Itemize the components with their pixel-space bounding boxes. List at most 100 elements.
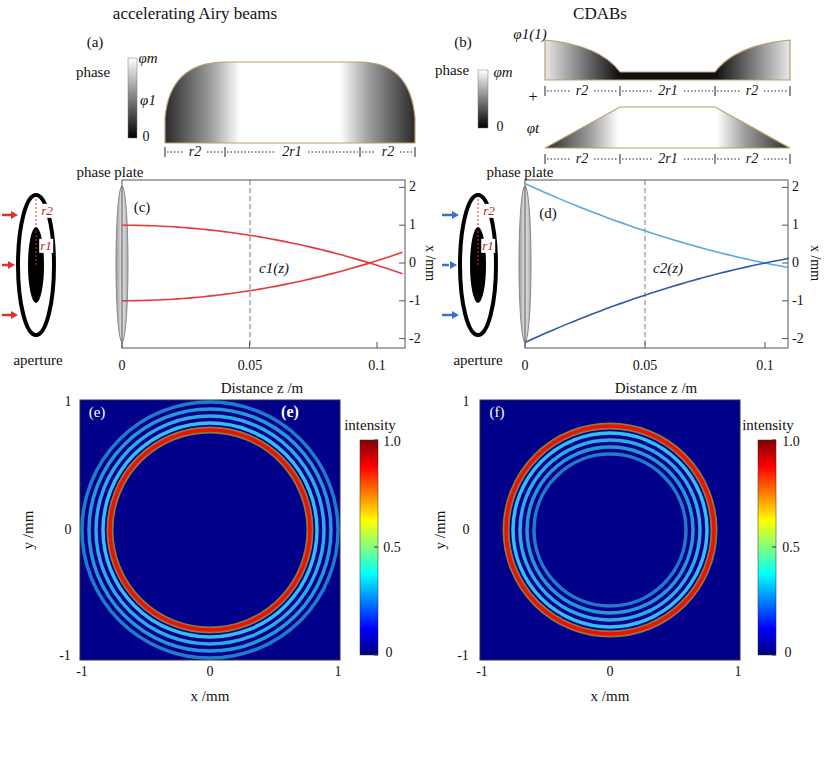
figure-label: 0 <box>522 358 529 373</box>
axis-ticks <box>122 187 405 348</box>
figure-label: 2r1 <box>658 151 677 166</box>
figure-label: 0 <box>785 645 792 660</box>
figure-label: phase <box>76 64 110 81</box>
figure-label: r2 <box>576 83 588 98</box>
figure-label: r1 <box>39 239 53 253</box>
figure-label: (e) <box>281 403 299 421</box>
figure-label: 1.0 <box>383 434 401 449</box>
figure-label: accelerating Airy beams <box>113 5 277 24</box>
figure-label: 1 <box>463 394 470 409</box>
figure-label: 0 <box>207 664 214 679</box>
phase-profile <box>545 107 790 148</box>
figure-label: (c) <box>134 199 151 216</box>
figure-label: φm <box>493 64 512 81</box>
figure-label: c1(z) <box>259 260 289 277</box>
figure-label: phase plate <box>76 164 143 181</box>
figure-label: 1 <box>335 664 342 679</box>
figure-label: (e) <box>89 404 106 421</box>
tick <box>772 655 776 656</box>
figure-label: 0.1 <box>368 358 386 373</box>
figure-label: 1 <box>735 664 742 679</box>
figure-label: 0 <box>497 119 504 134</box>
figure-label: Distance z /m <box>221 380 303 397</box>
figure-label: x /mm <box>191 688 230 705</box>
figure-label: 2r1 <box>658 83 677 98</box>
figure-label: r2 <box>746 83 758 98</box>
figure-label: Distance z /m <box>615 380 697 397</box>
figure-label: r1 <box>481 239 495 253</box>
figure-label: (b) <box>454 34 472 51</box>
figure-label: y /mm <box>20 511 37 550</box>
figure-label: 2 <box>409 179 416 194</box>
figure-label: φm <box>138 50 157 67</box>
figure-label: φ1(1) <box>513 26 546 43</box>
intensity-image <box>80 400 340 660</box>
figure-label: 1 <box>65 394 72 409</box>
figure-label: 0 <box>386 645 393 660</box>
figure-label: intensity <box>742 417 794 434</box>
tick <box>374 655 378 656</box>
dashed-line <box>645 180 646 348</box>
figure-label: + <box>528 88 537 106</box>
figure-label: r2 <box>189 144 201 159</box>
figure-label: r2 <box>40 204 54 218</box>
figure-label: r2 <box>482 204 496 218</box>
phase-colorbar <box>128 58 137 138</box>
figure-label: (d) <box>539 205 557 222</box>
figure-label: 1.0 <box>782 434 800 449</box>
figure-label: 0.5 <box>383 540 401 555</box>
figure-label: -1 <box>792 293 804 308</box>
figure-label: x /mm <box>807 245 822 281</box>
tick <box>772 440 776 441</box>
intensity-image <box>480 400 740 660</box>
figure-label: x /mm <box>591 688 630 705</box>
figure-label: -2 <box>409 331 421 346</box>
figure-label: 0 <box>119 358 126 373</box>
figure-label: r2 <box>746 151 758 166</box>
plot-frame <box>122 180 405 348</box>
dashed-line <box>250 180 251 348</box>
figure-label: φ1 <box>140 92 156 109</box>
figure-label: 2 <box>792 179 799 194</box>
figure-label: 0.05 <box>238 358 263 373</box>
figure-label: intensity <box>344 417 396 434</box>
plot-frame <box>525 180 788 348</box>
figure-label: phase <box>435 62 469 79</box>
figure-label: aperture <box>453 352 502 369</box>
figure-label: aperture <box>13 352 62 369</box>
figure-label: -2 <box>792 331 804 346</box>
figure-label: 2r1 <box>282 144 301 159</box>
beam-trajectory <box>122 252 403 300</box>
figure-label: y /mm <box>432 511 449 550</box>
figure-label: (f) <box>490 404 505 421</box>
phase-plate-drawing <box>442 195 496 335</box>
jet-colorbar <box>360 440 378 655</box>
figure-label: CDABs <box>573 5 627 24</box>
figure-label: 0 <box>463 522 470 537</box>
jet-colorbar <box>758 440 776 655</box>
figure-label: 0 <box>65 522 72 537</box>
figure-label: -1 <box>476 664 488 679</box>
figure-label: c2(z) <box>653 260 683 277</box>
phase-colorbar <box>478 70 488 128</box>
tick <box>374 440 378 441</box>
intensity-rings <box>82 402 338 658</box>
figure-label: 1 <box>792 217 799 232</box>
figure-label: x /mm <box>422 245 437 281</box>
beam-trajectory <box>525 184 789 268</box>
figure-label: 1 <box>409 217 416 232</box>
axis-ticks <box>525 187 788 348</box>
figure-label: -1 <box>457 648 469 663</box>
figure-label: 0 <box>607 664 614 679</box>
figure-label: 0 <box>792 255 799 270</box>
intensity-rings <box>506 426 714 634</box>
phase-profile <box>545 40 790 80</box>
tick <box>772 547 776 548</box>
phase-plate-drawing <box>2 195 54 335</box>
figure-label: r2 <box>576 151 588 166</box>
figure-label: -1 <box>76 664 88 679</box>
figure-label: -1 <box>409 293 421 308</box>
figure-label: 0.05 <box>633 358 658 373</box>
